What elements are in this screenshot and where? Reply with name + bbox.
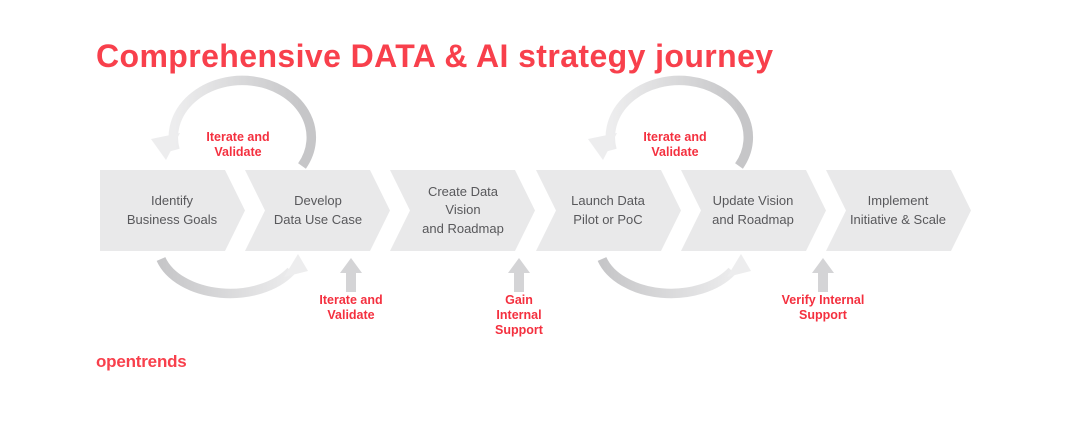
- arrow-label-bottom-1: Iterate and Validate: [319, 293, 383, 322]
- curved-forward-arrow-icon: [597, 254, 751, 299]
- chevron-step-3: [390, 170, 535, 251]
- curved-back-arrow-icon: [588, 75, 754, 169]
- step-label-1: Identify Business Goals: [126, 193, 218, 227]
- loop-label-top-1: Iterate and Validate: [206, 130, 270, 159]
- curved-back-arrow-icon: [151, 75, 317, 169]
- chevron-step-2: [245, 170, 390, 251]
- step-label-5: Update Vision and Roadmap: [712, 193, 794, 227]
- chevron-step-1: [100, 170, 245, 251]
- step-label-6: Implement Initiative & Scale: [849, 193, 947, 227]
- up-arrow-icon: [508, 258, 530, 292]
- arrow-label-bottom-2: Gain Internal Support: [495, 293, 543, 337]
- step-label-3: Create Data Vision and Roadmap: [422, 184, 504, 236]
- opentrends-logo: opentrends: [96, 352, 187, 371]
- step-label-4: Launch Data Pilot or PoC: [571, 193, 645, 227]
- up-arrow-icon: [812, 258, 834, 292]
- page-title: Comprehensive DATA & AI strategy journey: [96, 38, 774, 74]
- chevron-step-6: [826, 170, 971, 251]
- step-label-2: Develop Data Use Case: [273, 193, 363, 227]
- curved-forward-arrow-icon: [156, 254, 308, 299]
- chevron-step-5: [681, 170, 826, 251]
- up-arrow-icon: [340, 258, 362, 292]
- loop-label-top-2: Iterate and Validate: [643, 130, 707, 159]
- chevron-step-4: [536, 170, 681, 251]
- arrow-label-bottom-3: Verify Internal Support: [781, 293, 865, 322]
